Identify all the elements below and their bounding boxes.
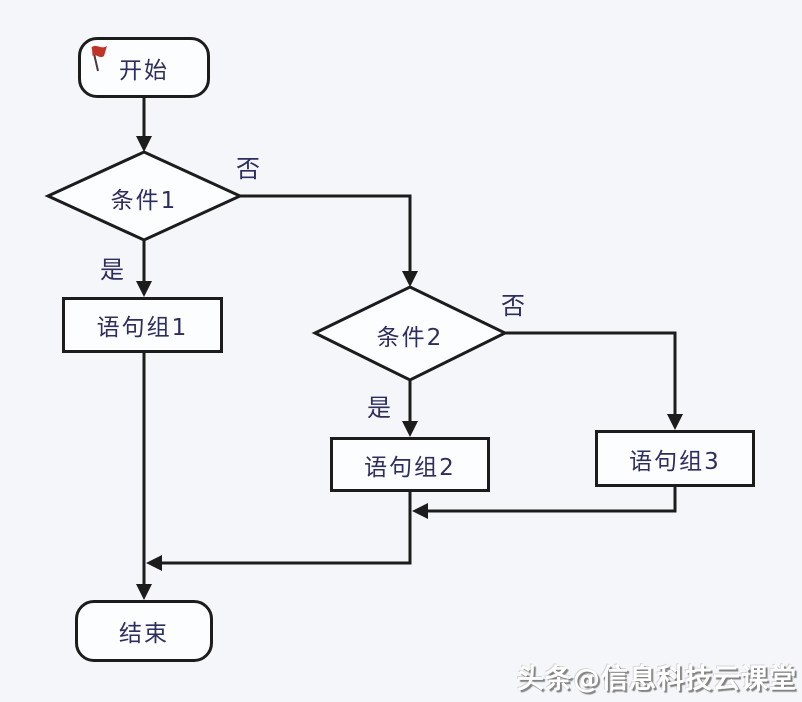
process3-node-label: 语句组3 [629, 448, 721, 475]
decision1-node-label: 条件1 [110, 188, 178, 214]
edge-decision1-no-to-decision2 [240, 194, 412, 274]
arrowhead-merge-left-upper [412, 503, 428, 519]
decision2-node-label: 条件2 [376, 325, 444, 351]
arrowhead-into-decision1 [136, 136, 152, 152]
edge-process2-merge [159, 492, 412, 565]
watermark-text: 头条@信息科技云课堂 [517, 664, 797, 695]
decision2-yes-label: 是 [367, 394, 391, 422]
start-node: 开始 [78, 37, 210, 98]
arrowhead-into-process3 [667, 414, 683, 430]
arrowhead-into-process2 [402, 421, 418, 437]
edge-process3-merge [425, 487, 677, 513]
arrowhead-merge-left-lower [146, 555, 162, 571]
end-node-label: 结束 [119, 621, 169, 647]
arrowhead-into-end [136, 584, 152, 600]
start-node-label: 开始 [119, 57, 169, 84]
arrowhead-into-process1 [136, 281, 152, 297]
decision1-yes-label: 是 [100, 256, 124, 284]
decision1-diamond-shape [44, 150, 244, 242]
process2-node: 语句组2 [330, 437, 490, 492]
arrowhead-into-decision2 [402, 271, 418, 287]
red-flag-icon [91, 45, 107, 72]
end-node: 结束 [75, 600, 213, 662]
process1-node-label: 语句组1 [96, 315, 189, 341]
edge-decision2-no-to-process3 [505, 331, 677, 417]
process3-node: 语句组3 [595, 430, 755, 487]
decision2-no-label: 否 [501, 292, 525, 320]
decision2-diamond-shape [311, 285, 509, 382]
process1-node: 语句组1 [62, 297, 223, 353]
process2-node-label: 语句组2 [364, 454, 456, 481]
decision1-no-label: 否 [236, 155, 260, 183]
